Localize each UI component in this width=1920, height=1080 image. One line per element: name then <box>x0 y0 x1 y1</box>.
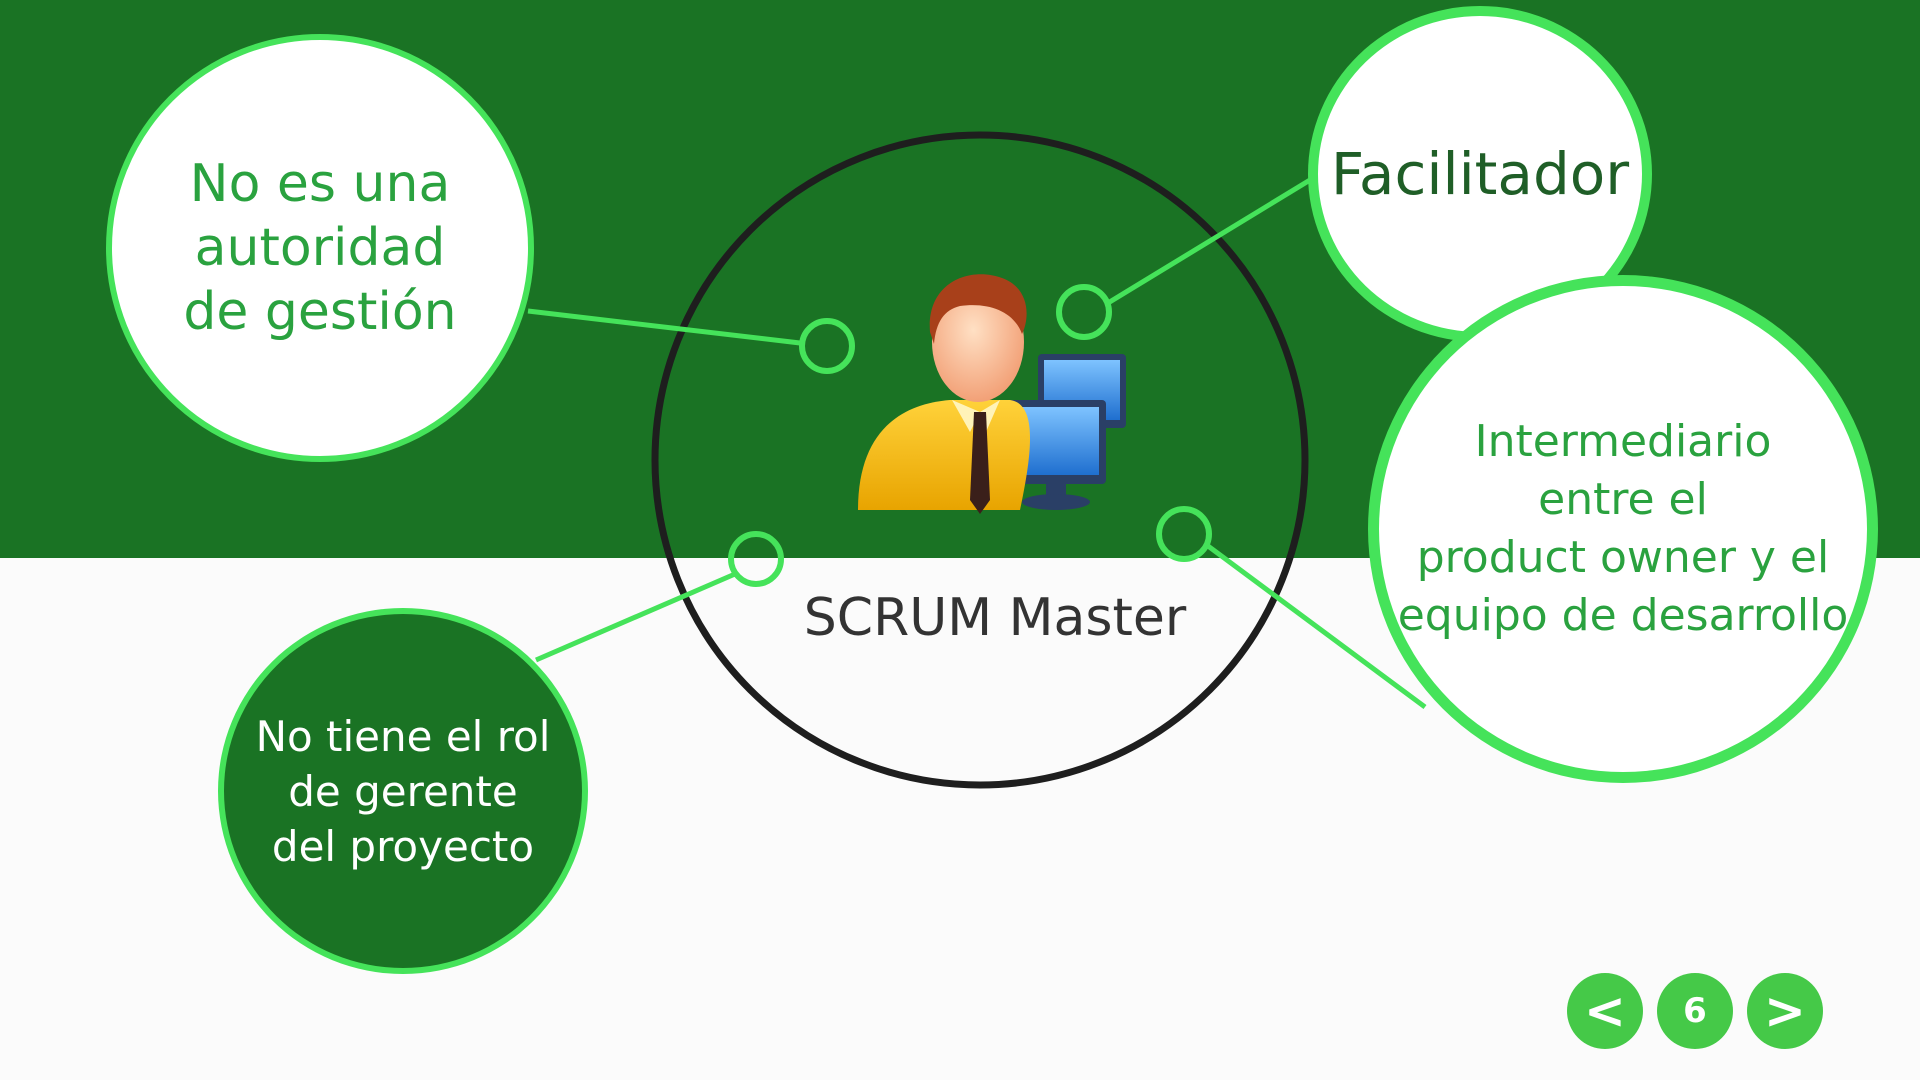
connector-node-right-top <box>1056 284 1112 340</box>
bubble-not-project-manager: No tiene el rol de gerente del proyecto <box>218 608 588 974</box>
central-title: SCRUM Master <box>803 588 1187 648</box>
page-number-button[interactable]: 6 <box>1657 973 1733 1049</box>
next-slide-button[interactable]: > <box>1747 973 1823 1049</box>
connector-line-right-top <box>1106 177 1312 306</box>
connector-line-left-top <box>527 308 801 346</box>
previous-slide-button[interactable]: < <box>1567 973 1643 1049</box>
connector-node-left-top <box>799 318 855 374</box>
connector-line-right-mid <box>1206 543 1427 710</box>
bubble-not-management-authority: No es una autoridad de gestión <box>106 34 534 462</box>
connector-node-left-bottom <box>728 531 784 587</box>
user-with-computers-icon <box>858 274 1126 514</box>
connector-node-right-mid <box>1156 506 1212 562</box>
bubble-intermediary: Intermediario entre el product owner y e… <box>1368 275 1878 783</box>
connector-line-left-bottom <box>535 571 736 663</box>
central-circle <box>651 131 1309 789</box>
